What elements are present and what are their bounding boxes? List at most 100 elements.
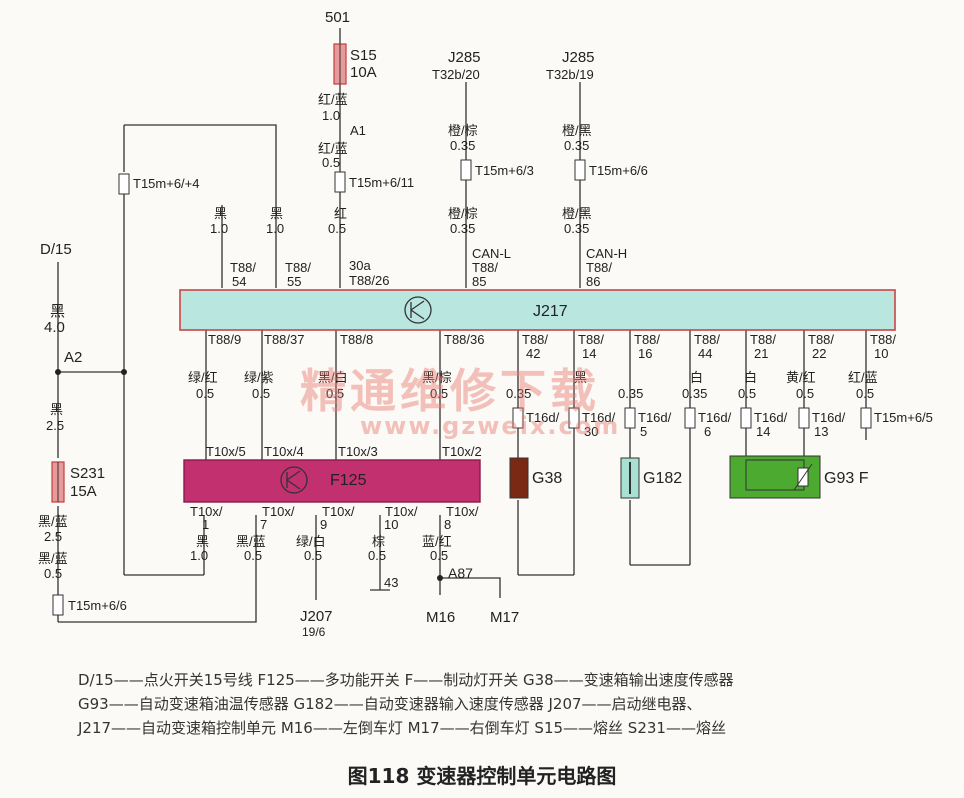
- label-j217: J217: [533, 303, 568, 320]
- pin-label: T88/: [522, 332, 548, 347]
- pin-label: T10x/: [262, 504, 295, 519]
- pin-label: T16d/: [698, 410, 732, 425]
- wire-color: 棕: [372, 534, 385, 549]
- wire-size: 0.5: [430, 386, 448, 401]
- label-s15-rating: 10A: [350, 64, 377, 81]
- wire-size: 0.35: [564, 221, 589, 236]
- wire-size: 1.0: [210, 221, 228, 236]
- circuit-diagram: 501 S15 10A 红/蓝 1.0 A1 红/蓝 0.5 T15m+6/11…: [38, 9, 933, 639]
- j217-symbol-icon: [404, 296, 432, 324]
- wire-size: 0.5: [368, 548, 386, 563]
- wire-color: 黑: [50, 402, 63, 417]
- label-d15: D/15: [40, 241, 72, 258]
- legend: D/15——点火开关15号线 F125——多功能开关 F——制动灯开关 G38—…: [78, 668, 878, 740]
- f125-multifunction-switch: [183, 459, 481, 503]
- wire-color: 黑/白: [318, 370, 348, 385]
- connector-label: T15m+6/6: [68, 598, 127, 613]
- wire-size: 0.5: [304, 548, 322, 563]
- connector-label: T15m+6/11: [349, 175, 414, 190]
- wire-color: 绿/红: [188, 370, 218, 385]
- wire-size: 2.5: [46, 418, 64, 433]
- pin-label: T32b/19: [546, 67, 594, 82]
- wire-color: 橙/棕: [448, 123, 478, 138]
- wire-size: 0.5: [196, 386, 214, 401]
- pin-label: T10x/3: [338, 444, 378, 459]
- wire-color: 橙/黑: [562, 206, 592, 221]
- label-can-l: CAN-L: [472, 246, 511, 261]
- pin-label: 21: [754, 346, 768, 361]
- wire-size: 0.5: [430, 548, 448, 563]
- wire-color: 红/蓝: [318, 141, 348, 156]
- wire-size: 1.0: [322, 108, 340, 123]
- pin-label: 30: [584, 424, 598, 439]
- wire-color: 黑/蓝: [236, 534, 266, 549]
- pin-label: 5: [640, 424, 647, 439]
- legend-line: G93——自动变速箱油温传感器 G182——自动变速器输入速度传感器 J207—…: [78, 695, 702, 713]
- pin-label: 55: [287, 274, 301, 289]
- wire-color: 黑: [574, 370, 587, 385]
- pin-label: T88/: [870, 332, 896, 347]
- label-m17: M17: [490, 609, 519, 626]
- label-s231: S231: [70, 465, 105, 482]
- pin-label: T88/: [578, 332, 604, 347]
- wire-size: 0.35: [450, 138, 475, 153]
- watermark: 精通维修下载: [300, 364, 600, 418]
- wire-size: 1.0: [266, 221, 284, 236]
- pin-label: 44: [698, 346, 712, 361]
- pin-label: T16d/: [526, 410, 560, 425]
- pin-label: T88/: [634, 332, 660, 347]
- pin-label: T10x/: [190, 504, 223, 519]
- label-m16: M16: [426, 609, 455, 626]
- label-g38: G38: [532, 470, 562, 487]
- label-j285: J285: [562, 49, 595, 66]
- label-g93-f: G93 F: [824, 470, 869, 487]
- pin-label: 30a: [349, 258, 371, 273]
- label-a2: A2: [64, 349, 82, 366]
- pin-label: 14: [756, 424, 770, 439]
- wire-size: 4.0: [44, 319, 65, 336]
- wire-size: 0.5: [326, 386, 344, 401]
- pin-label: T88/: [285, 260, 311, 275]
- wire-size: 1.0: [190, 548, 208, 563]
- wire-size: 0.5: [322, 155, 340, 170]
- pin-label: 85: [472, 274, 486, 289]
- connector-label: T15m+6/+4: [133, 176, 200, 191]
- pin-label: T16d/: [812, 410, 846, 425]
- pin-label: T88/: [586, 260, 612, 275]
- f125-symbol-icon: [280, 466, 308, 494]
- junction-dots: [55, 369, 443, 581]
- label-43: 43: [384, 575, 398, 590]
- pin-label: 1: [202, 517, 209, 532]
- pin-label: T10x/2: [442, 444, 482, 459]
- wire-color: 黑/棕: [422, 370, 452, 385]
- pin-label: T88/: [694, 332, 720, 347]
- pin-label: T88/: [750, 332, 776, 347]
- legend-line: J217——自动变速箱控制单元 M16——左倒车灯 M17——右倒车灯 S15—…: [78, 719, 726, 737]
- pin-label: T16d/: [582, 410, 616, 425]
- wire-size: 2.5: [44, 529, 62, 544]
- pin-label: 22: [812, 346, 826, 361]
- pin-label: T10x/5: [206, 444, 246, 459]
- pin-label: 7: [260, 517, 267, 532]
- labels: 501 S15 10A 红/蓝 1.0 A1 红/蓝 0.5 T15m+6/11…: [38, 9, 933, 639]
- figure-caption: 图118 变速器控制单元电路图: [347, 764, 617, 788]
- pin-label: T88/8: [340, 332, 373, 347]
- pin-label: 9: [320, 517, 327, 532]
- wire-color: 绿/紫: [244, 370, 274, 385]
- pin-label: 8: [444, 517, 451, 532]
- wire-color: 黑: [270, 206, 283, 221]
- wire-color: 红/蓝: [848, 370, 878, 385]
- wire-size: 0.5: [244, 548, 262, 563]
- wire-color: 黑: [196, 534, 209, 549]
- pin-label: T16d/: [754, 410, 788, 425]
- wire-size: 0.35: [564, 138, 589, 153]
- wire-color: 红: [334, 206, 347, 221]
- pin-label: T88/36: [444, 332, 484, 347]
- label-j207-sub: 19/6: [302, 625, 326, 639]
- label-j207: J207: [300, 608, 333, 625]
- wire-color: 黑: [214, 206, 227, 221]
- label-501: 501: [325, 9, 350, 26]
- label-s15: S15: [350, 47, 377, 64]
- label-s231-rating: 15A: [70, 483, 97, 500]
- wire-color: 绿/白: [296, 534, 326, 549]
